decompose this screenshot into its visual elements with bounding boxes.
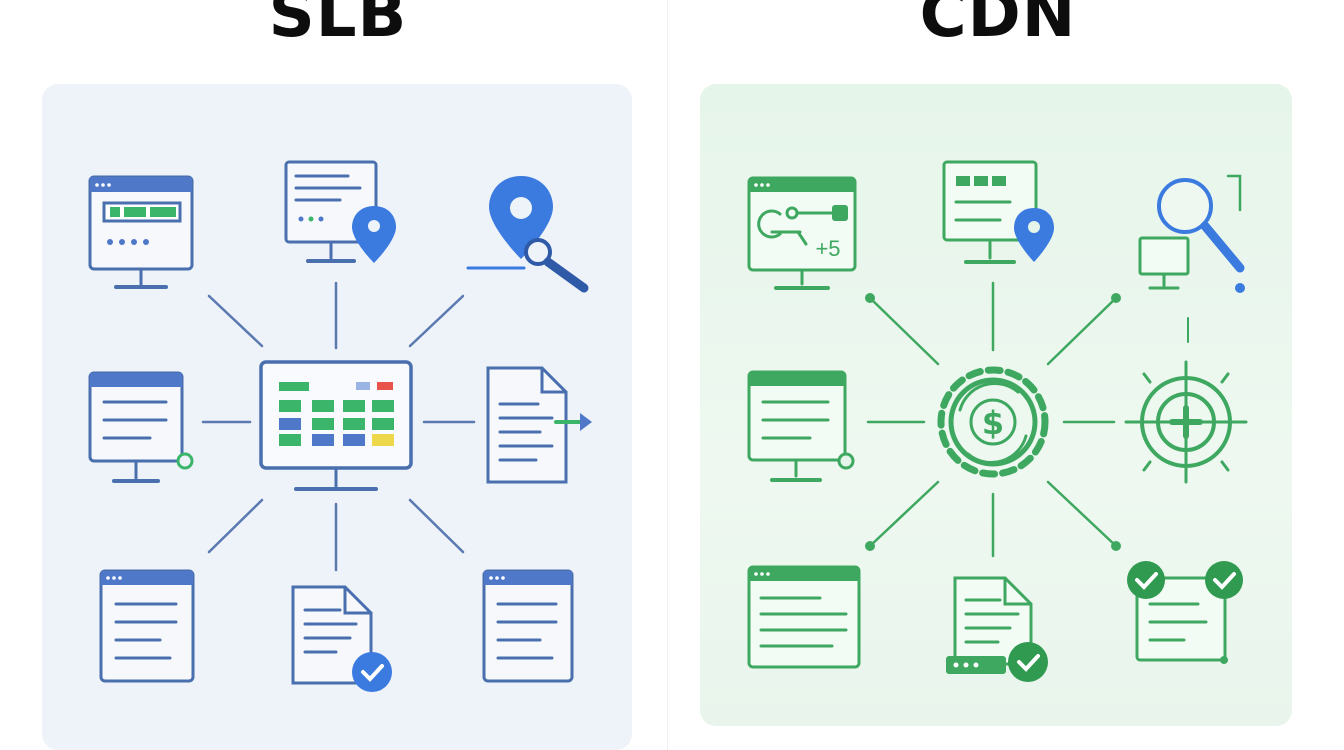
cdn-checklist-icon	[1127, 561, 1243, 664]
slb-location-search-icon	[466, 176, 589, 293]
slb-document-forward-icon	[486, 366, 592, 484]
cdn-document-verified-icon	[946, 576, 1048, 682]
cdn-hub-gear-icon: $	[937, 366, 1049, 478]
section-divider	[667, 0, 668, 750]
cdn-monitor-pin-icon	[942, 160, 1054, 264]
slb-load-balancer-hub-icon	[259, 360, 413, 491]
cdn-hub-symbol: $	[982, 404, 1004, 442]
cdn-monitor-counter-icon: +5	[747, 176, 857, 290]
cdn-title: CDN	[919, 0, 1077, 52]
slb-browser-window-icon	[99, 569, 195, 683]
slb-monitor-pin-icon	[284, 160, 396, 263]
cdn-monitor-badge: +5	[815, 236, 840, 261]
cdn-server-monitor-icon	[747, 370, 855, 482]
slb-title: SLB	[268, 0, 408, 52]
cdn-browser-window-icon	[747, 565, 861, 669]
cdn-connectors	[865, 281, 1189, 558]
cdn-target-crosshair-icon	[1124, 360, 1248, 484]
slb-monitor-icon	[88, 175, 194, 289]
slb-browser-window-icon-2	[482, 569, 574, 683]
cdn-diagram: +5	[747, 160, 1248, 682]
slb-diagram	[88, 160, 592, 692]
slb-server-monitor-icon	[88, 371, 194, 483]
slb-connectors	[201, 281, 476, 572]
slb-document-verified-icon	[291, 585, 392, 692]
cdn-search-monitor-icon	[1138, 174, 1245, 293]
